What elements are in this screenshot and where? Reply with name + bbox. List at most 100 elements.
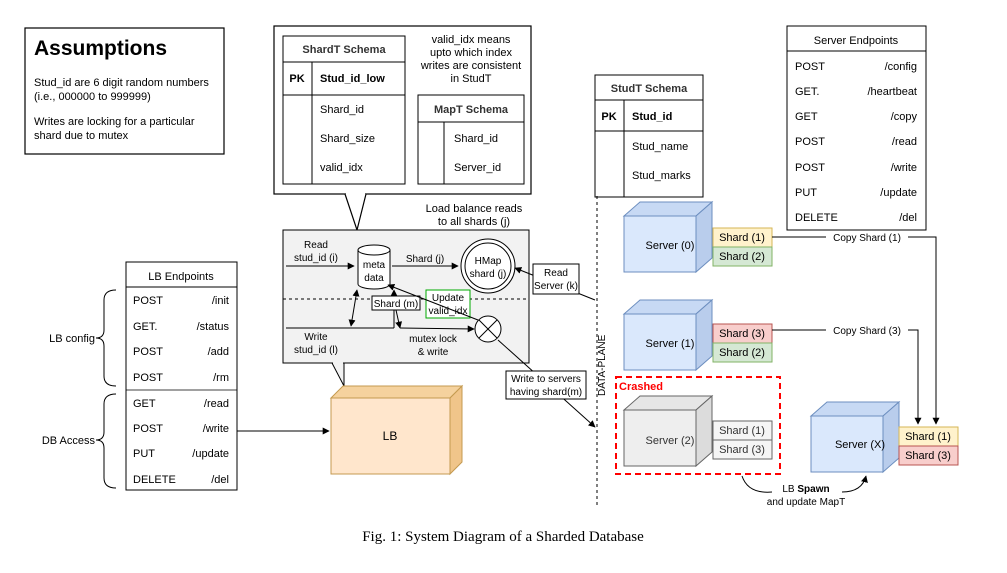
endpoint-path: /copy	[891, 111, 918, 123]
metadata-label: meta	[363, 260, 386, 271]
lb-config-brace: LB config	[49, 289, 117, 387]
valid-idx-note-line: writes are consistent	[420, 60, 521, 72]
assumptions-line: shard due to mutex	[34, 130, 129, 142]
server-label: Server (X)	[835, 439, 885, 451]
endpoint-path: /update	[192, 448, 229, 460]
db-access-label: DB Access	[42, 435, 96, 447]
endpoint-method: DELETE	[133, 474, 176, 486]
shard-cell: Shard (1)	[905, 431, 951, 443]
figure-caption: Fig. 1: System Diagram of a Sharded Data…	[362, 529, 644, 545]
assumptions-line: (i.e., 000000 to 999999)	[34, 91, 151, 103]
crashed-label: Crashed	[619, 381, 663, 393]
studt-field: Stud_name	[632, 141, 688, 153]
endpoint-method: PUT	[795, 187, 817, 199]
shard-cell: Shard (1)	[719, 425, 765, 437]
endpoint-method: POST	[795, 162, 825, 174]
data-plane-label: DATA-PLANE	[597, 334, 608, 396]
endpoint-path: /heartbeat	[867, 86, 917, 98]
server-endpoint-row: DELETE /del	[795, 212, 917, 224]
endpoint-path: /read	[892, 136, 917, 148]
spawn-label-line2: and update MapT	[767, 497, 845, 508]
endpoint-method: GET	[133, 398, 156, 410]
load-balance-note: Load balance reads	[426, 203, 523, 215]
copy-shard-1-arrow: Copy Shard (1)	[772, 231, 940, 425]
lb-endpoint-row: DELETE/del	[133, 474, 229, 486]
read-server-label: Read	[544, 268, 568, 279]
lb-node: LB	[329, 384, 464, 476]
shardt-pk: PK	[289, 73, 304, 85]
write-servers-label: Write to servers	[511, 374, 581, 385]
lb-endpoint-row: PUT/update	[133, 448, 229, 460]
valid-idx-note-line: upto which index	[430, 47, 512, 59]
endpoint-path: /write	[891, 162, 917, 174]
lb-internals-panel: Load balance reads to all shards (j) Rea…	[282, 203, 530, 387]
metadata-label: data	[364, 273, 384, 284]
lb-endpoint-row: POST/add	[133, 346, 229, 358]
hmap-label: HMap	[475, 256, 502, 267]
shard-cell: Shard (3)	[719, 444, 765, 456]
lb-endpoint-row: POST/init	[133, 295, 229, 307]
valid-idx-note: valid_idx means upto which index writes …	[420, 34, 521, 85]
endpoint-method: PUT	[133, 448, 155, 460]
endpoint-path: /update	[880, 187, 917, 199]
studt-pk: PK	[601, 111, 616, 123]
spawn-bold: Spawn	[797, 484, 829, 495]
shardt-key-field: Stud_id_low	[320, 73, 385, 85]
lb-endpoint-row: GET/read	[133, 398, 229, 410]
endpoint-path: /write	[203, 423, 229, 435]
copy-label: Copy Shard (3)	[833, 326, 901, 337]
server-node: Server (1) Shard (3) Shard (2)	[622, 298, 773, 372]
lb-endpoints-title: LB Endpoints	[148, 271, 214, 283]
mapt-field: Shard_id	[454, 133, 498, 145]
copy-shard-3-arrow: Copy Shard (3)	[772, 324, 922, 425]
load-balance-note: to all shards (j)	[438, 216, 510, 228]
copy-label: Copy Shard (1)	[833, 233, 901, 244]
server-label: Server (0)	[646, 240, 695, 252]
server-endpoints-table: Server Endpoints POST /config GET. /hear…	[786, 25, 927, 231]
spawn-prefix: LB	[782, 484, 797, 495]
endpoint-method: POST	[795, 136, 825, 148]
shardt-title: ShardT Schema	[302, 44, 386, 56]
server-endpoint-row: POST /read	[795, 136, 917, 148]
mutex-label: & write	[418, 347, 449, 358]
endpoint-method: DELETE	[795, 212, 838, 224]
read-in-label: Read	[304, 240, 328, 251]
server-node: Server (0) Shard (1) Shard (2)	[622, 200, 773, 274]
assumptions-box: Assumptions Stud_id are 6 digit random n…	[24, 27, 225, 155]
shard-m-label: Shard (m)	[374, 299, 418, 310]
studt-field: Stud_marks	[632, 170, 691, 182]
mapt-title: MapT Schema	[434, 104, 509, 116]
server-node: Server (X) Shard (1) Shard (3)	[809, 400, 959, 474]
update-valid-idx-label: valid_idx	[429, 306, 468, 317]
lb-endpoint-row: GET./status	[133, 321, 229, 333]
update-valid-idx-label: Update	[432, 293, 465, 304]
shard-cell: Shard (3)	[905, 450, 951, 462]
endpoint-path: /add	[208, 346, 229, 358]
lb-endpoint-row: POST/write	[133, 423, 229, 435]
write-servers-label: having shard(m)	[510, 387, 582, 398]
server-endpoint-row: PUT /update	[795, 187, 917, 199]
endpoint-path: /config	[885, 61, 917, 73]
shardt-field: valid_idx	[320, 162, 363, 174]
server-label: Server (2)	[646, 435, 695, 447]
lb-endpoint-row: POST/rm	[133, 372, 229, 384]
server-endpoint-row: POST /config	[795, 61, 917, 73]
shardt-field: Shard_id	[320, 104, 364, 116]
assumptions-title: Assumptions	[34, 37, 167, 60]
read-server-label: Server (k)	[534, 281, 578, 292]
studt-title: StudT Schema	[611, 83, 688, 95]
server-endpoint-row: GET /copy	[795, 111, 917, 123]
endpoint-path: /rm	[213, 372, 229, 384]
endpoint-method: GET	[795, 111, 818, 123]
studt-schema-table: StudT Schema PK Stud_id Stud_name Stud_m…	[594, 74, 704, 198]
lb-label: LB	[383, 429, 398, 443]
shardt-schema-table: ShardT Schema PK Stud_id_low Shard_id Sh…	[282, 35, 406, 185]
write-in-label: Write	[304, 332, 328, 343]
shard-cell: Shard (2)	[719, 347, 765, 359]
endpoint-method: POST	[795, 61, 825, 73]
studt-key-field: Stud_id	[632, 111, 672, 123]
endpoint-path: /del	[211, 474, 229, 486]
shardt-field: Shard_size	[320, 133, 375, 145]
endpoint-method: POST	[133, 346, 163, 358]
